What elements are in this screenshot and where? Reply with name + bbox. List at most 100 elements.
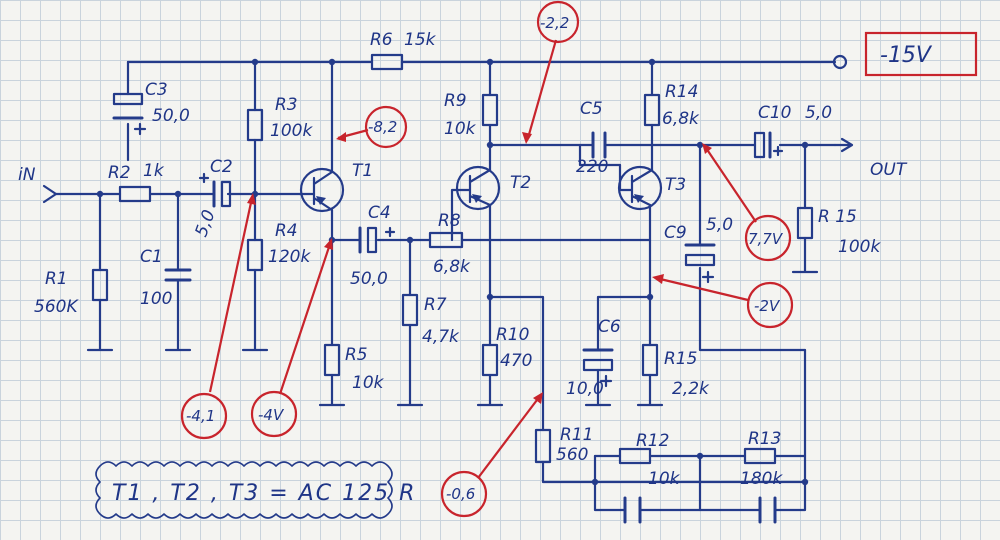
c9-symbol bbox=[684, 243, 716, 284]
voltage-t3-collector: 7,7V bbox=[748, 230, 784, 248]
c3-symbol bbox=[112, 92, 147, 136]
output-label: OUT bbox=[870, 160, 908, 180]
c9-value: 5,0 bbox=[706, 215, 733, 235]
r12-value: 10k bbox=[648, 469, 681, 489]
r2-value: 1k bbox=[143, 161, 165, 181]
c9-name: C9 bbox=[664, 223, 687, 243]
r10-name: R10 bbox=[496, 325, 529, 345]
r15b-name: R 15 bbox=[818, 207, 857, 227]
r15a-body bbox=[641, 343, 659, 377]
r11-value: 560 bbox=[556, 445, 588, 465]
r6-value: 15k bbox=[404, 30, 437, 50]
r10-value: 470 bbox=[500, 351, 532, 371]
voltage-t2-collector: -2,2 bbox=[540, 14, 569, 32]
r4-body bbox=[246, 238, 264, 272]
r3-name: R3 bbox=[275, 95, 298, 115]
r2-name: R2 bbox=[108, 163, 131, 183]
transistor-type-text: T1 , T2 , T3 = AC 125 R bbox=[112, 481, 416, 506]
voltage-marker-feedback bbox=[440, 470, 488, 518]
r7-name: R7 bbox=[424, 295, 447, 315]
c3-value: 50,0 bbox=[152, 106, 190, 126]
c3-name: C3 bbox=[145, 80, 168, 100]
t1-name: T1 bbox=[352, 161, 373, 181]
r12-name: R12 bbox=[636, 431, 669, 451]
r7-value: 4,7k bbox=[422, 327, 460, 347]
c2-value: 5,0 bbox=[192, 207, 220, 239]
r8-name: R8 bbox=[438, 211, 461, 231]
r1-name: R1 bbox=[45, 269, 68, 289]
c4-name: C4 bbox=[368, 203, 391, 223]
c1-symbol bbox=[164, 268, 192, 282]
voltage-t1-collector: -8,2 bbox=[368, 118, 397, 136]
input-label: iN bbox=[18, 165, 36, 185]
r4-value: 120k bbox=[268, 247, 311, 267]
c4-symbol bbox=[358, 226, 396, 254]
r3-body bbox=[246, 108, 264, 142]
r15b-body bbox=[796, 206, 814, 240]
r13-name: R13 bbox=[748, 429, 781, 449]
c10-symbol bbox=[753, 131, 784, 159]
c10-name: C10 bbox=[758, 103, 792, 123]
r6-name: R6 bbox=[370, 30, 393, 50]
c6-symbol bbox=[582, 348, 614, 388]
feedback-caps bbox=[623, 496, 777, 524]
r1-body bbox=[91, 268, 109, 302]
voltage-marker-t2-collector bbox=[536, 0, 580, 44]
c5-value: 220 bbox=[576, 157, 608, 177]
c5-name: C5 bbox=[580, 99, 603, 119]
r9-value: 10k bbox=[444, 119, 477, 139]
r4-name: R4 bbox=[275, 221, 298, 241]
r14-body bbox=[643, 93, 661, 127]
r14-value: 6,8k bbox=[662, 109, 700, 129]
r7-body bbox=[401, 293, 419, 327]
voltage-feedback: -0,6 bbox=[446, 485, 475, 503]
transistor-type-note: T1 , T2 , T3 = AC 125 R bbox=[95, 461, 416, 519]
voltage-marker-t1-collector bbox=[364, 105, 408, 149]
r9-body bbox=[481, 93, 499, 127]
r15a-name: R15 bbox=[664, 349, 697, 369]
transistor-t3 bbox=[617, 163, 663, 211]
r5-value: 10k bbox=[352, 373, 385, 393]
supply-box: -15V bbox=[864, 31, 978, 77]
t3-name: T3 bbox=[665, 175, 686, 195]
c2-name: C2 bbox=[210, 157, 233, 177]
r15b-value: 100k bbox=[838, 237, 881, 257]
r8-value: 6,8k bbox=[433, 257, 471, 277]
r13-value: 180k bbox=[740, 469, 783, 489]
supply-voltage-label: -15V bbox=[880, 43, 933, 68]
r13-body bbox=[743, 447, 777, 465]
voltage-t1-base: -4,1 bbox=[186, 407, 215, 425]
transistor-t1 bbox=[298, 167, 345, 213]
r1-value: 560K bbox=[34, 297, 79, 317]
r5-body bbox=[323, 343, 341, 377]
c6-name: C6 bbox=[598, 317, 621, 337]
resistors bbox=[91, 53, 814, 465]
c10-value: 5,0 bbox=[805, 103, 832, 123]
r8-body bbox=[428, 231, 464, 249]
transistor-t2 bbox=[450, 165, 501, 242]
c1-value: 100 bbox=[140, 289, 172, 309]
r2-body bbox=[118, 185, 152, 203]
t2-name: T2 bbox=[510, 173, 531, 193]
r3-value: 100k bbox=[270, 121, 313, 141]
junctions bbox=[96, 58, 809, 486]
r15a-value: 2,2k bbox=[672, 379, 710, 399]
r6-body bbox=[370, 53, 404, 71]
labels: iN OUT R6 15k C3 50,0 R2 1k C2 5,0 R3 10… bbox=[18, 30, 908, 489]
r12-body bbox=[618, 447, 652, 465]
c5-symbol bbox=[591, 131, 607, 159]
c6-value: 10,0 bbox=[566, 379, 604, 399]
c4-value: 50,0 bbox=[350, 269, 388, 289]
r11-body bbox=[534, 428, 552, 464]
voltage-t1-emitter: -4V bbox=[258, 406, 285, 424]
capacitors bbox=[112, 92, 784, 524]
voltage-marker-t3-emitter bbox=[746, 281, 794, 329]
r14-name: R14 bbox=[665, 82, 698, 102]
voltage-annotations: -8,2 -2,2 7,7V -2V -4,1 -4V -0,6 bbox=[180, 0, 794, 518]
voltage-marker-t3-collector bbox=[744, 214, 792, 262]
supply-terminal bbox=[832, 54, 848, 70]
c2-symbol bbox=[198, 172, 232, 208]
r10-body bbox=[481, 343, 499, 377]
voltage-t3-emitter: -2V bbox=[754, 297, 781, 315]
